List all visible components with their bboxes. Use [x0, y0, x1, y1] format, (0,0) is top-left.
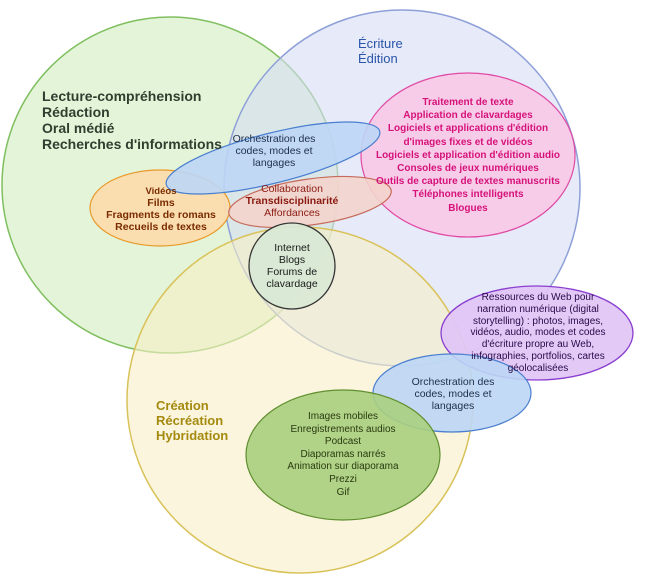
label-line: Orchestration des: [232, 133, 316, 145]
label-line: Vidéos: [145, 186, 177, 197]
label-line: Gif: [336, 486, 350, 498]
label-line: langages: [431, 400, 475, 412]
label-line: d'écriture propre au Web,: [481, 339, 595, 351]
label-line: Fragments de romans: [106, 209, 216, 221]
label-line: Création: [156, 398, 209, 413]
label-line: clavardage: [266, 278, 318, 290]
green-ellipse-label: Images mobiles Enregistrements audios Po…: [268, 411, 418, 499]
label-line: Rédaction: [42, 104, 110, 120]
label-line: Logiciels et application d'édition audio: [375, 149, 561, 161]
green-circle-label: Lecture-compréhension Rédaction Oral méd…: [42, 88, 222, 152]
pink-center-label: Collaboration Transdisciplinarité Afford…: [242, 183, 342, 219]
label-line: Hybridation: [156, 428, 229, 443]
label-line: Écriture: [358, 36, 403, 51]
label-line: Ressources du Web pour: [481, 292, 595, 303]
orange-ellipse-label: Vidéos Films Fragments de romans Recueil…: [95, 186, 227, 233]
label-line: Prezzi: [329, 473, 357, 485]
label-line: Édition: [358, 51, 398, 66]
label-line: Recherches d'informations: [42, 136, 222, 152]
label-line: Internet: [274, 242, 310, 254]
green-ellipse-bottom: [245, 389, 441, 521]
label-line: Images mobiles: [307, 411, 379, 422]
label-line: d'images fixes et de vidéos: [403, 136, 533, 148]
label-line: vidéos, audio, modes et codes: [470, 327, 606, 339]
label-line: Lecture-compréhension: [42, 88, 202, 104]
label-line: Blogs: [278, 254, 306, 266]
label-line: Récréation: [156, 413, 224, 428]
gray-circle: [248, 222, 336, 310]
label-line: Diaporamas narrés: [300, 448, 386, 460]
label-line: storytelling) : photos, images,: [472, 315, 604, 327]
label-line: Blogues: [448, 202, 488, 214]
pink-center-ellipse: [228, 175, 392, 229]
blue-circle-label: Écriture Édition: [358, 36, 403, 66]
label-line: infographies, portfolios, cartes: [471, 350, 605, 362]
blue-orchestration-ellipse: [165, 121, 381, 195]
label-line: Collaboration: [261, 183, 323, 195]
label-line: Logiciels et applications d'édition: [387, 123, 549, 135]
label-line: codes, modes et: [235, 145, 313, 157]
label-line: Recueils de textes: [115, 221, 207, 233]
label-line: langages: [252, 157, 296, 169]
label-line: Affordances: [264, 207, 320, 219]
blue-orchestration-label: Orchestration des codes, modes et langag…: [218, 133, 330, 169]
purple-ellipse-label: Ressources du Web pour narration numériq…: [456, 292, 620, 375]
label-line: codes, modes et: [414, 388, 492, 400]
purple-ellipse: [440, 285, 634, 381]
yellow-circle-label: Création Récréation Hybridation: [156, 398, 228, 443]
label-line: Consoles de jeux numériques: [397, 163, 539, 175]
pink-ellipse-label: Traitement de texte Application de clava…: [366, 96, 570, 215]
label-line: Podcast: [324, 436, 362, 448]
label-line: Traitement de texte: [422, 97, 514, 108]
pink-ellipse-right: [360, 72, 576, 238]
label-line: Films: [147, 197, 175, 209]
label-line: géolocalisées: [507, 362, 569, 374]
blue-lower-label: Orchestration des codes, modes et langag…: [397, 376, 509, 412]
label-line: Transdisciplinarité: [245, 195, 339, 207]
label-line: Enregistrements audios: [290, 423, 396, 435]
label-line: Orchestration des: [411, 376, 495, 388]
label-line: Forums de: [266, 266, 318, 278]
gray-circle-label: Internet Blogs Forums de clavardage: [252, 242, 332, 290]
label-line: Animation sur diaporama: [287, 461, 399, 473]
label-line: Oral médié: [42, 120, 115, 136]
label-line: narration numérique (digital: [477, 303, 599, 315]
label-line: Application de clavardages: [403, 110, 533, 122]
label-line: Téléphones intelligents: [412, 189, 524, 201]
label-line: Outils de capture de textes manuscrits: [376, 176, 560, 188]
